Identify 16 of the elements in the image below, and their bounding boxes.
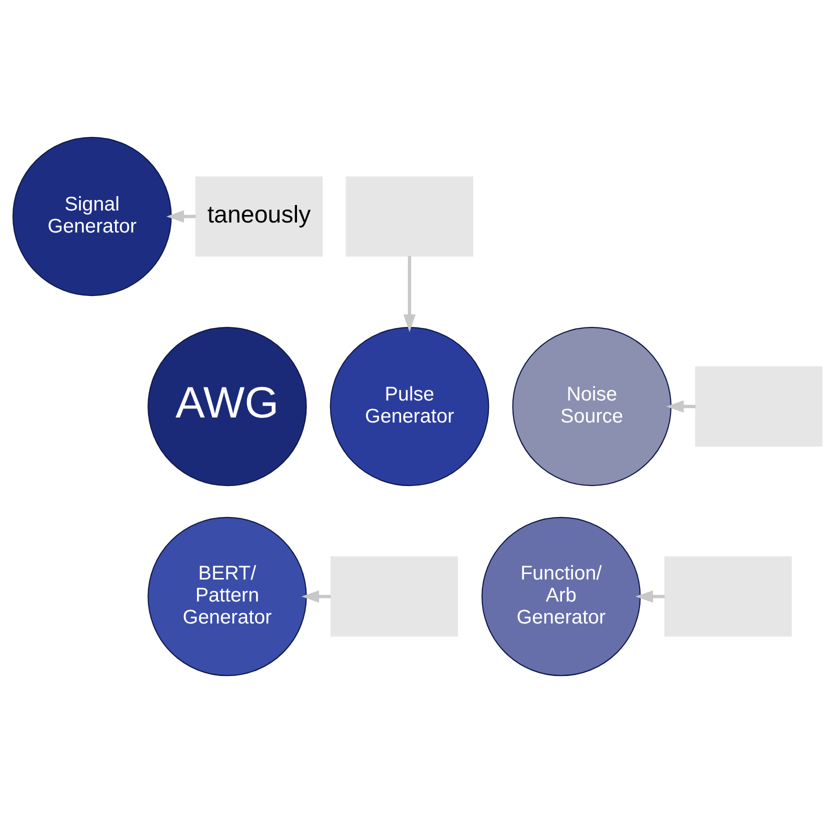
node-circle: AWG xyxy=(148,326,307,486)
node-box xyxy=(330,556,458,637)
node-circle: BERT/ Pattern Generator xyxy=(148,516,307,676)
arrow xyxy=(635,590,665,603)
arrow xyxy=(403,256,416,332)
arrow xyxy=(666,400,696,413)
node-box: taneously xyxy=(195,176,323,257)
node-circle: Function/ Arb Generator xyxy=(481,516,641,676)
arrow xyxy=(301,590,331,603)
node-circle: Pulse Generator xyxy=(330,326,490,486)
node-box xyxy=(346,176,474,257)
node-box xyxy=(664,556,792,637)
node-box xyxy=(695,366,823,447)
node-circle: Signal Generator xyxy=(12,136,172,296)
node-circle: Noise Source xyxy=(512,326,672,486)
arrow xyxy=(166,210,196,223)
